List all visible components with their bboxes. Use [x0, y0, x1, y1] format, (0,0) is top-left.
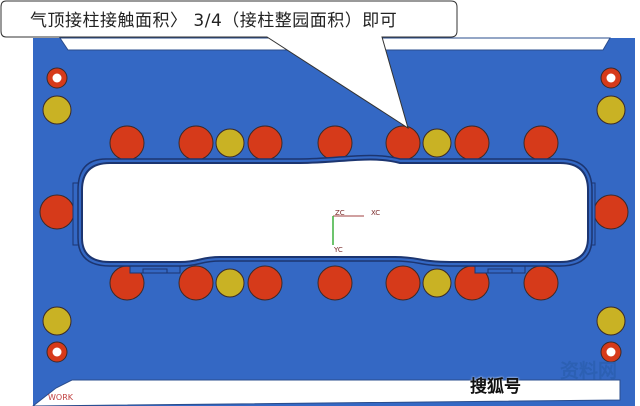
slider-pad-inner: [487, 268, 513, 274]
watermark-source: 搜狐号: [470, 377, 521, 397]
ejector-pin-yellow: [422, 268, 452, 298]
ejector-pin-yellow: [215, 128, 245, 158]
ejector-pin-red: [385, 125, 421, 161]
ejector-pin-red: [523, 125, 559, 161]
pin-yellow: [42, 95, 72, 125]
callout-bubble: [0, 0, 458, 130]
guide-hole: [606, 347, 616, 357]
axis-label-zc: ZC: [335, 209, 345, 217]
ejector-pin-red: [109, 125, 145, 161]
side-pin-red: [593, 194, 629, 230]
ejector-pin-red: [178, 125, 214, 161]
guide-hole: [606, 73, 616, 83]
guide-hole: [52, 73, 62, 83]
corner-label: WORK: [48, 393, 74, 402]
ejector-pin-yellow: [422, 128, 452, 158]
ejector-pin-red: [454, 125, 490, 161]
pin-yellow: [42, 306, 72, 336]
pin-yellow: [596, 306, 626, 336]
ejector-pin-red: [317, 125, 353, 161]
pin-yellow: [596, 95, 626, 125]
ejector-pin-red: [523, 265, 559, 301]
slider-pad-inner: [142, 268, 168, 274]
ejector-pin-red: [247, 265, 283, 301]
watermark-logo: 资料网: [560, 360, 618, 382]
ejector-pin-red: [385, 265, 421, 301]
ejector-pin-red: [317, 265, 353, 301]
axis-label-xc: XC: [371, 209, 381, 217]
ejector-pin-red: [247, 125, 283, 161]
callout-text: 气顶接柱接触面积〉 3/4（接柱整园面积）即可: [30, 11, 398, 31]
cavity-opening: [81, 158, 589, 263]
axis-label-yc: YC: [334, 246, 343, 254]
bottom-cutout: [32, 379, 621, 406]
side-pin-red: [39, 194, 75, 230]
ejector-pin-red: [178, 265, 214, 301]
ejector-pin-yellow: [215, 268, 245, 298]
guide-hole: [52, 347, 62, 357]
